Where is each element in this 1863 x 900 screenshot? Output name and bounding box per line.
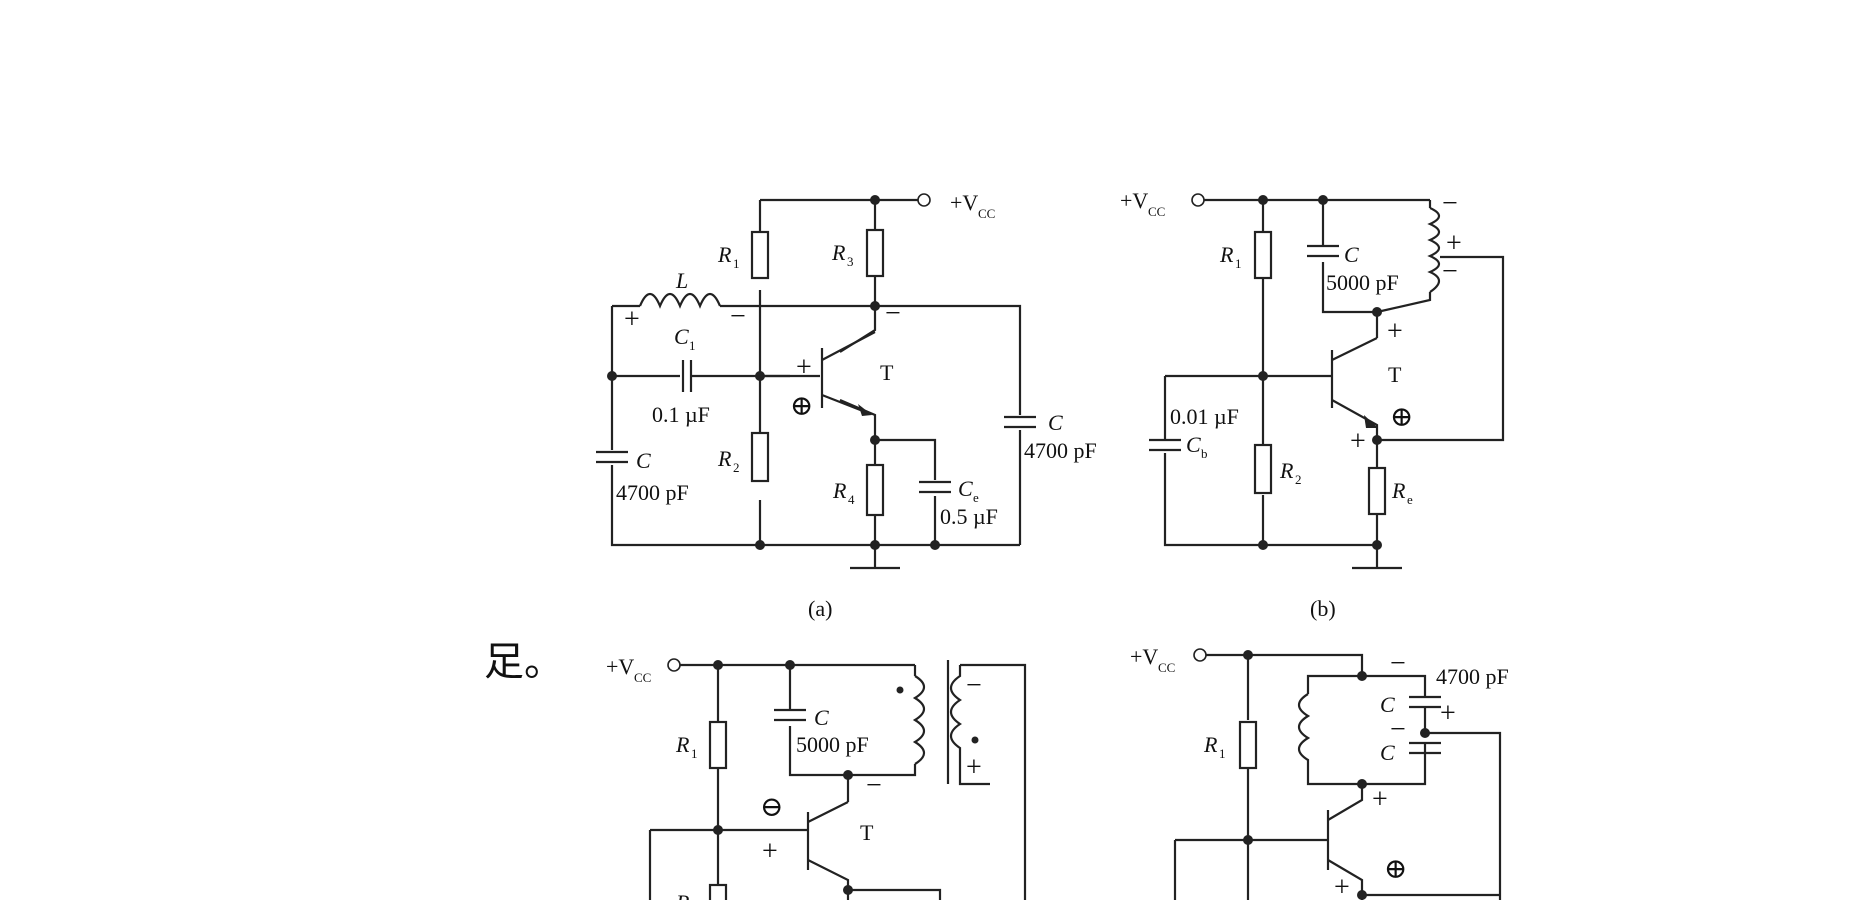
circuit-a: +V CC R 1 R 2 R 3 R 4 L C 1 0.1 µF C 470…	[596, 190, 1097, 621]
svg-text:+: +	[1440, 698, 1456, 729]
svg-text:1: 1	[691, 746, 698, 761]
svg-text:⊖: ⊖	[760, 792, 783, 823]
svg-text:+: +	[1372, 784, 1388, 815]
vcc-label-c: +V	[606, 654, 634, 679]
resistor-r2-b	[1253, 443, 1273, 495]
svg-text:+: +	[796, 352, 812, 383]
svg-text:1: 1	[689, 338, 696, 353]
caption-a: (a)	[808, 596, 832, 621]
resistor-re-b	[1367, 466, 1387, 516]
c-value-c: 5000 pF	[796, 732, 869, 757]
svg-text:⊕: ⊕	[1390, 402, 1413, 433]
r4-label-a: R	[832, 478, 847, 503]
re-label-b: R	[1391, 478, 1406, 503]
svg-text:1: 1	[733, 256, 740, 271]
svg-text:+: +	[1350, 426, 1366, 457]
inductor-label-a: L	[675, 268, 688, 293]
resistor-r1-c	[708, 720, 728, 770]
svg-text:+: +	[1334, 872, 1350, 900]
svg-text:CC: CC	[1148, 204, 1165, 219]
side-text: 足。	[484, 639, 564, 685]
ce-value-a: 0.5 µF	[940, 504, 998, 529]
svg-text:2: 2	[733, 460, 740, 475]
svg-text:CC: CC	[1158, 660, 1175, 675]
transistor-label-a: T	[880, 360, 894, 385]
c-top-label-d: C	[1380, 692, 1395, 717]
ce-label-a: C	[958, 476, 973, 501]
vcc-terminal-b	[1191, 193, 1205, 207]
svg-text:−: −	[966, 670, 982, 701]
svg-text:CC: CC	[634, 670, 651, 685]
cb-value-b: 0.01 µF	[1170, 404, 1239, 429]
r3-label-a: R	[831, 240, 846, 265]
vcc-label-d: +V	[1130, 644, 1158, 669]
c1-label-a: C	[674, 324, 689, 349]
c-label-c: C	[814, 705, 829, 730]
r1-label-c: R	[675, 732, 690, 757]
svg-text:⊕: ⊕	[790, 391, 813, 422]
circuit-c: +V CC R 1 R C 5000 pF T − − + ⊖ +	[606, 654, 1027, 900]
svg-text:+: +	[762, 836, 778, 867]
r2-label-a: R	[717, 446, 732, 471]
svg-text:CC: CC	[978, 206, 995, 221]
transistor-label-b: T	[1388, 362, 1402, 387]
c-right-value-a: 4700 pF	[1024, 438, 1097, 463]
svg-text:e: e	[973, 490, 979, 505]
vcc-terminal-d	[1193, 648, 1207, 662]
svg-text:+: +	[624, 304, 640, 335]
svg-text:e: e	[1407, 492, 1413, 507]
circuit-d: +V CC R 1 C C 4700 pF − + − + ⊕ +	[1130, 644, 1509, 900]
c-left-label-a: C	[636, 448, 651, 473]
resistor-r1-d	[1238, 720, 1258, 770]
svg-text:−: −	[1390, 648, 1406, 679]
vcc-terminal-c	[667, 658, 681, 672]
svg-text:b: b	[1201, 446, 1208, 461]
c-right-label-a: C	[1048, 410, 1063, 435]
svg-text:2: 2	[1295, 472, 1302, 487]
vcc-label-b: +V	[1120, 188, 1148, 213]
svg-text:3: 3	[847, 254, 854, 269]
resistor-r2-c	[708, 883, 728, 900]
c1-value-a: 0.1 µF	[652, 402, 710, 427]
resistor-r1-a	[750, 230, 770, 280]
vcc-terminal-a	[917, 193, 931, 207]
cb-label-b: C	[1186, 432, 1201, 457]
transistor-label-c: T	[860, 820, 874, 845]
svg-text:+: +	[966, 752, 982, 783]
resistor-r4-a	[865, 463, 885, 517]
svg-text:−: −	[866, 770, 882, 801]
resistor-r1-b	[1253, 230, 1273, 280]
resistor-r2-a	[750, 431, 770, 483]
svg-text:⊕: ⊕	[1384, 854, 1407, 885]
svg-text:+: +	[1446, 228, 1462, 259]
svg-text:−: −	[730, 301, 746, 332]
c-value-d: 4700 pF	[1436, 664, 1509, 689]
c-label-b: C	[1344, 242, 1359, 267]
c-value-b: 5000 pF	[1326, 270, 1399, 295]
r2-label-c: R	[675, 890, 690, 900]
svg-text:+: +	[1387, 316, 1403, 347]
resistor-r3-a	[865, 228, 885, 278]
svg-text:−: −	[885, 298, 901, 329]
svg-text:4: 4	[848, 492, 855, 507]
svg-text:1: 1	[1235, 256, 1242, 271]
circuit-b: +V CC R 1 R 2 R e C 5000 pF 0.01 µF C b …	[1120, 188, 1505, 621]
r2-label-b: R	[1279, 458, 1294, 483]
r1-label-d: R	[1203, 732, 1218, 757]
svg-text:−: −	[1442, 256, 1458, 287]
svg-text:−: −	[1390, 714, 1406, 745]
svg-text:−: −	[1442, 188, 1458, 219]
c-left-value-a: 4700 pF	[616, 480, 689, 505]
svg-text:1: 1	[1219, 746, 1226, 761]
r1-label-a: R	[717, 242, 732, 267]
r1-label-b: R	[1219, 242, 1234, 267]
caption-b: (b)	[1310, 596, 1336, 621]
c-bottom-label-d: C	[1380, 740, 1395, 765]
vcc-label-a: +V	[950, 190, 978, 215]
